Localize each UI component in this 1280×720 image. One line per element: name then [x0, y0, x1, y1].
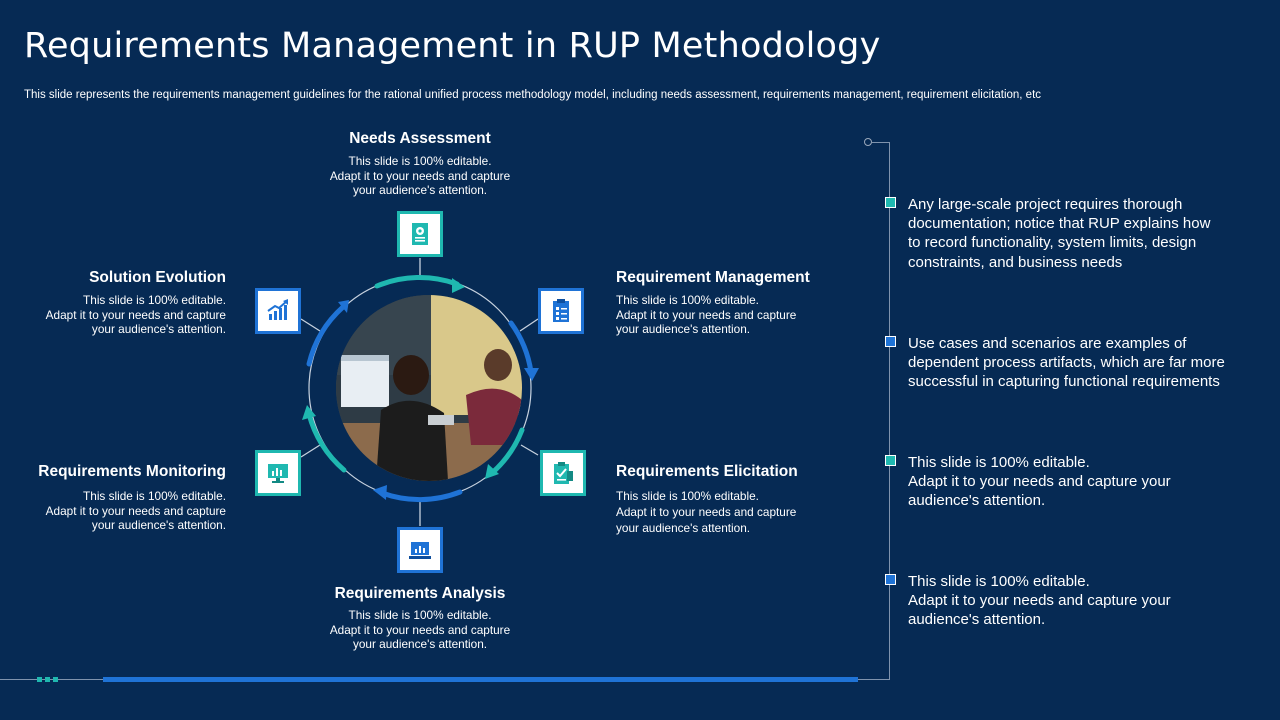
timeline-marker [885, 574, 896, 585]
footer-dot [45, 677, 50, 682]
footer-accent-bar [103, 677, 858, 682]
solution-evolution-title: Solution Evolution [89, 269, 226, 286]
timeline-marker [885, 336, 896, 347]
requirements-analysis-desc: This slide is 100% editable. Adapt it to… [329, 608, 511, 651]
laptop-chart-icon [397, 527, 443, 573]
timeline-marker [885, 455, 896, 466]
right-item-1: Any large-scale project requires thoroug… [908, 196, 1211, 271]
requirements-monitoring-desc: This slide is 100% editable. Adapt it to… [45, 489, 226, 532]
solution-evolution-desc: This slide is 100% editable. Adapt it to… [45, 293, 226, 336]
timeline-start-circle [864, 138, 872, 146]
document-gear-icon [397, 211, 443, 257]
requirements-monitoring-title: Requirements Monitoring [38, 463, 226, 480]
right-item-4: This slide is 100% editable. Adapt it to… [908, 573, 1171, 629]
timeline-line [889, 143, 890, 679]
requirement-management-title: Requirement Management [616, 269, 810, 286]
requirements-elicitation-desc: This slide is 100% editable. Adapt it to… [616, 489, 797, 535]
footer-dot [53, 677, 58, 682]
right-item-3: This slide is 100% editable. Adapt it to… [908, 454, 1171, 510]
needs-assessment-title: Needs Assessment [349, 130, 491, 147]
slide-title: Requirements Management in RUP Methodolo… [24, 26, 881, 66]
growth-chart-icon [255, 288, 301, 334]
clipboard-check-icon [540, 450, 586, 496]
clipboard-checklist-icon [538, 288, 584, 334]
needs-assessment-desc: This slide is 100% editable. Adapt it to… [329, 154, 511, 197]
requirements-analysis-title: Requirements Analysis [334, 585, 506, 602]
right-item-2: Use cases and scenarios are examples of … [908, 335, 1225, 391]
requirement-management-desc: This slide is 100% editable. Adapt it to… [616, 293, 797, 336]
slide-subtitle: This slide represents the requirements m… [24, 89, 1042, 101]
requirements-elicitation-title: Requirements Elicitation [616, 463, 798, 480]
monitor-chart-icon [255, 450, 301, 496]
team-photo [336, 295, 522, 481]
timeline-top-connector [872, 142, 890, 143]
footer-dot [37, 677, 42, 682]
timeline-marker [885, 197, 896, 208]
